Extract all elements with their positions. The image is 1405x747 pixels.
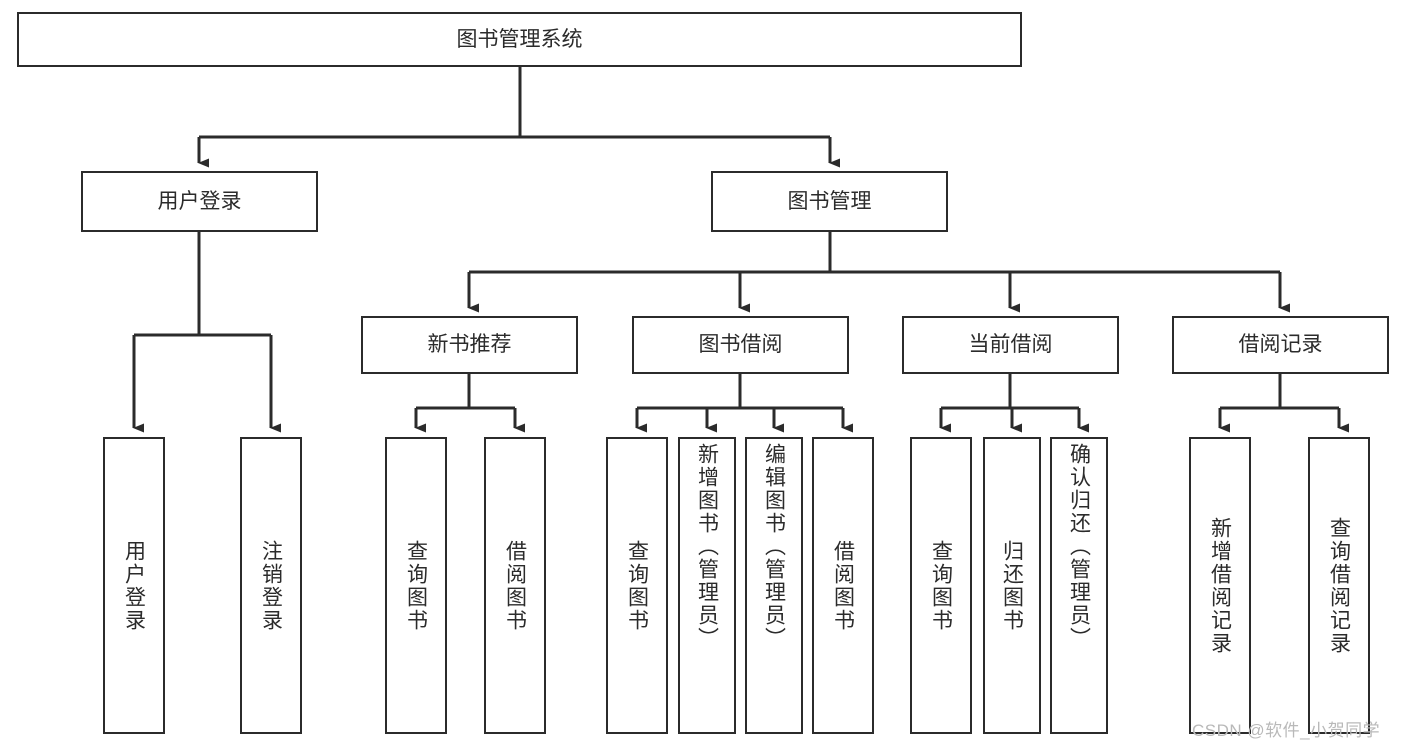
node-user-login-label: 用户登录 <box>157 189 242 213</box>
node-leaf-confirm-return-admin[interactable]: 确认归还（管理员） <box>1050 437 1108 734</box>
node-new-book-recommend-label: 新书推荐 <box>427 333 512 357</box>
node-leaf-query-book-3[interactable]: 查询图书 <box>910 437 972 734</box>
node-leaf-return-book-label: 归还图书 <box>1000 539 1024 632</box>
node-current-borrow[interactable]: 当前借阅 <box>902 316 1119 374</box>
node-leaf-borrow-book-1[interactable]: 借阅图书 <box>484 437 546 734</box>
node-leaf-user-logout-label: 注销登录 <box>259 539 283 632</box>
node-root[interactable]: 图书管理系统 <box>17 12 1022 67</box>
node-leaf-query-book-2-label: 查询图书 <box>625 539 649 632</box>
node-leaf-borrow-book-2[interactable]: 借阅图书 <box>812 437 874 734</box>
node-book-borrow-label: 图书借阅 <box>698 333 783 357</box>
node-leaf-query-book-2[interactable]: 查询图书 <box>606 437 668 734</box>
node-new-book-recommend[interactable]: 新书推荐 <box>361 316 578 374</box>
csdn-watermark-text: CSDN @软件_小贺同学 <box>1192 721 1381 740</box>
node-leaf-user-logout[interactable]: 注销登录 <box>240 437 302 734</box>
node-leaf-query-book-3-label: 查询图书 <box>929 539 953 632</box>
node-root-label: 图书管理系统 <box>456 27 583 51</box>
node-borrow-record-label: 借阅记录 <box>1238 333 1323 357</box>
node-book-manage[interactable]: 图书管理 <box>711 171 948 232</box>
node-book-manage-label: 图书管理 <box>787 189 872 213</box>
node-leaf-query-book-1-label: 查询图书 <box>404 539 428 632</box>
node-leaf-borrow-book-1-label: 借阅图书 <box>503 539 527 632</box>
node-user-login[interactable]: 用户登录 <box>81 171 318 232</box>
node-leaf-add-book-admin[interactable]: 新增图书（管理员） <box>678 437 736 734</box>
node-leaf-confirm-return-admin-label: 确认归还（管理员） <box>1067 443 1091 650</box>
node-leaf-borrow-book-2-label: 借阅图书 <box>831 539 855 632</box>
node-leaf-edit-book-admin[interactable]: 编辑图书（管理员） <box>745 437 803 734</box>
node-book-borrow[interactable]: 图书借阅 <box>632 316 849 374</box>
node-leaf-query-borrow-record[interactable]: 查询借阅记录 <box>1308 437 1370 734</box>
node-leaf-query-borrow-record-label: 查询借阅记录 <box>1327 516 1351 655</box>
node-current-borrow-label: 当前借阅 <box>968 333 1053 357</box>
node-leaf-edit-book-admin-label: 编辑图书（管理员） <box>762 443 786 650</box>
csdn-watermark: CSDN @软件_小贺同学 <box>1192 716 1380 741</box>
node-leaf-user-login[interactable]: 用户登录 <box>103 437 165 734</box>
node-leaf-return-book[interactable]: 归还图书 <box>983 437 1041 734</box>
node-leaf-add-borrow-record-label: 新增借阅记录 <box>1208 516 1232 655</box>
node-borrow-record[interactable]: 借阅记录 <box>1172 316 1389 374</box>
node-leaf-user-login-label: 用户登录 <box>122 539 146 632</box>
node-leaf-add-borrow-record[interactable]: 新增借阅记录 <box>1189 437 1251 734</box>
node-leaf-query-book-1[interactable]: 查询图书 <box>385 437 447 734</box>
node-leaf-add-book-admin-label: 新增图书（管理员） <box>695 443 719 650</box>
